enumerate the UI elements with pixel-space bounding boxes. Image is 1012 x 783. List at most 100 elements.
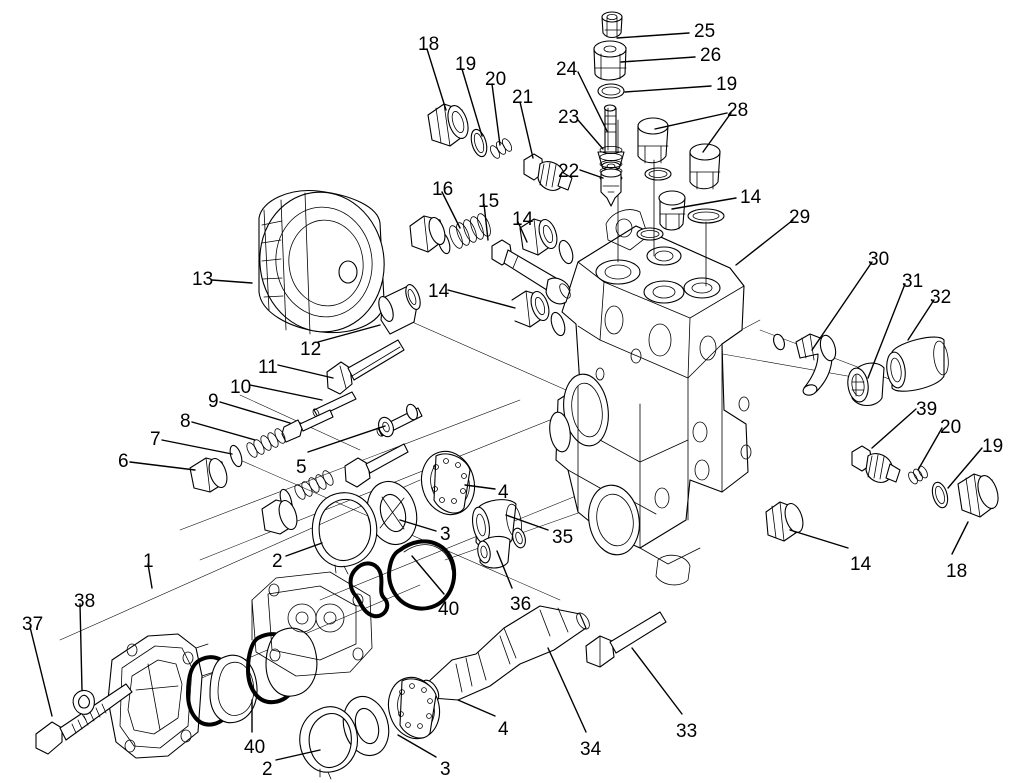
callout-label-1: 1: [143, 551, 154, 572]
part-long-bolt-37: [35, 683, 133, 755]
leader-line-23: [577, 119, 604, 150]
part-valve-cartridge-39: [851, 445, 901, 483]
leader-line-18: [426, 48, 447, 111]
callout-label-26: 26: [700, 45, 722, 66]
part-drive-shaft-34: [420, 605, 590, 703]
callout-label-14: 14: [740, 187, 762, 208]
callout-label-28: 28: [727, 100, 749, 121]
part-coupling-insert-31: [847, 362, 885, 407]
callout-label-6: 6: [118, 451, 129, 472]
part-poppet-valve-22: [600, 168, 622, 207]
leader-line-19: [624, 85, 712, 93]
callout-label-33: 33: [676, 721, 698, 742]
leader-line-24: [577, 71, 608, 132]
callout-label-24: 24: [556, 59, 578, 80]
leader-line-39: [871, 408, 917, 449]
callout-label-14: 14: [850, 554, 872, 575]
part-plunger-9: [281, 409, 334, 443]
callout-label-7: 7: [150, 429, 161, 450]
leader-line-35: [505, 514, 549, 531]
part-o-ring-gasket-40-lower: [186, 627, 318, 727]
callout-label-30: 30: [868, 249, 890, 270]
leader-line-13: [211, 279, 253, 284]
leader-line-2: [285, 542, 323, 557]
part-valve-spring-16: [409, 213, 491, 255]
leader-line-22: [579, 169, 604, 179]
part-bearing-4-upper: [420, 450, 476, 516]
callout-label-22: 22: [558, 161, 580, 182]
callout-label-3: 3: [440, 524, 451, 545]
callout-label-18: 18: [946, 561, 968, 582]
part-fitting-14-mid: [511, 218, 574, 337]
leader-line-5: [307, 425, 386, 453]
part-lock-washer-38: [72, 689, 95, 721]
leader-line-11: [277, 364, 334, 379]
callout-label-20: 20: [940, 417, 962, 438]
part-spacer-sleeve-35: [471, 499, 522, 550]
callout-label-12: 12: [300, 339, 322, 360]
leader-line-18: [951, 521, 969, 555]
callout-label-15: 15: [478, 191, 500, 212]
callout-label-4: 4: [498, 482, 509, 503]
leader-line-40: [411, 555, 445, 595]
callout-label-14: 14: [512, 209, 534, 230]
leader-line-29: [735, 219, 794, 266]
part-fitting-14-bottom-right: [765, 501, 804, 542]
leader-line-37: [29, 626, 53, 717]
callout-label-32: 32: [930, 287, 952, 308]
callout-label-35: 35: [552, 527, 574, 548]
part-o-ring-19: [470, 83, 949, 509]
leader-line-8: [191, 421, 256, 441]
leader-line-14: [447, 289, 516, 309]
part-acorn-nut-26: [593, 40, 627, 81]
leader-line-14: [671, 197, 737, 210]
leader-line-c28b: [702, 112, 732, 153]
part-oil-filter: [258, 189, 385, 335]
leader-line-3: [399, 519, 437, 532]
leader-line-12: [317, 324, 381, 343]
leader-line-10: [249, 384, 323, 401]
part-spacer-3-lower: [342, 695, 390, 757]
callout-label-29: 29: [789, 207, 811, 228]
callout-label-13: 13: [192, 269, 214, 290]
part-spacer-3-upper: [366, 480, 418, 546]
part-pump-body-lower: [251, 571, 373, 677]
leader-line-4: [457, 699, 496, 717]
part-valve-spool-15: [491, 239, 571, 305]
part-cap-nut-6: [189, 457, 228, 493]
leader-line-32: [907, 299, 935, 341]
leader-line-34: [547, 647, 587, 733]
part-bearing-4-lower: [387, 676, 441, 740]
part-port-plug-28: [637, 117, 721, 190]
callout-label-18: 18: [418, 34, 440, 55]
leader-line-14: [517, 221, 528, 243]
leader-line-20: [491, 83, 501, 146]
callout-label-2: 2: [262, 759, 273, 780]
part-dowel-pin-10: [312, 391, 357, 418]
callout-label-19: 19: [982, 436, 1004, 457]
part-check-valve-21: [523, 153, 573, 191]
leader-line-2: [275, 749, 321, 761]
part-pump-housing-29: [549, 209, 752, 586]
callout-label-11: 11: [258, 357, 278, 378]
part-hex-bolt-11: [326, 339, 405, 395]
leader-line-33: [631, 647, 683, 715]
callout-label-19: 19: [716, 74, 738, 95]
callout-label-34: 34: [580, 739, 602, 760]
leader-line-9: [219, 401, 291, 424]
part-elbow-fitting-30: [773, 333, 837, 396]
leader-line-28: [654, 112, 728, 130]
callout-label-21: 21: [512, 87, 534, 108]
leader-line-38: [79, 603, 83, 691]
leader-line-36: [496, 550, 513, 589]
leader-line-20: [917, 427, 943, 471]
callout-label-37: 37: [22, 614, 44, 635]
leader-line-7: [161, 439, 233, 455]
callout-label-4: 4: [498, 719, 509, 740]
callout-label-40: 40: [438, 599, 460, 620]
callout-label-2: 2: [272, 551, 283, 572]
part-o-ring-7: [229, 444, 243, 468]
leader-line-3: [397, 734, 437, 758]
callout-label-8: 8: [180, 411, 191, 432]
